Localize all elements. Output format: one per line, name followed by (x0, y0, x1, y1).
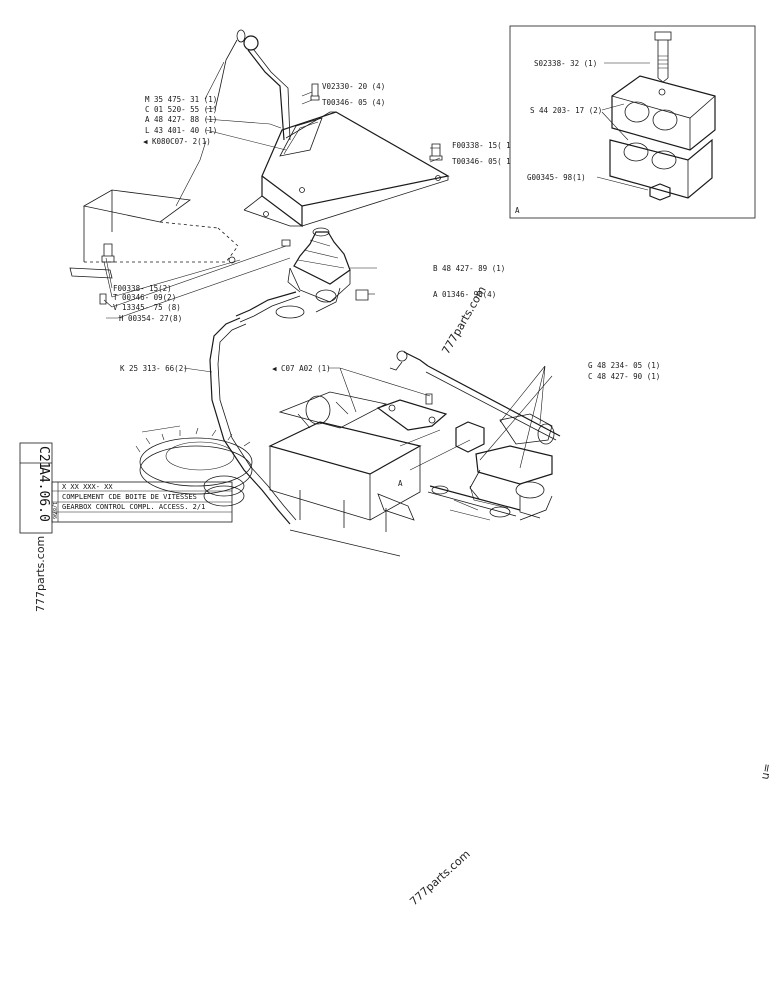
label-g48234: G 48 234- 05 (1) (588, 361, 660, 370)
clamp-block-part (609, 75, 716, 199)
bolt-part (654, 31, 672, 83)
label-v02330: V02330- 20 (4) (322, 82, 385, 91)
edge-mark: u= (758, 762, 772, 780)
label-t00346-05-4: T00346- 05 (4) (322, 98, 385, 107)
label-h00354: H 00354- 27(8) (119, 314, 182, 323)
label-a48427: A 48 427- 88 (1) (145, 115, 217, 124)
label-c01520: C 01 520- 55 (1) (145, 105, 217, 114)
label-v13345: V 13345- 75 (8) (113, 303, 181, 312)
inset-letter: A (515, 206, 520, 215)
label-s02338: S02338- 32 (1) (534, 59, 597, 68)
label-f00338-15-2: F00338- 15(2) (113, 284, 172, 293)
label-l43401: L 43 401- 40 (1) (145, 126, 217, 135)
title-small-1: 1/87 (51, 502, 57, 514)
engine-floor-area: A (135, 391, 471, 557)
inset-detail-a: A S02338- 32 (1) S 44 203- 17 (2) (509, 25, 756, 219)
title-block: C21 A4.06.0 X XX XXX- XX COMPLEMENT CDE … (19, 442, 233, 534)
label-t00346-09: T 00346- 09(2) (113, 293, 176, 302)
shift-mechanism (235, 227, 369, 323)
title-code-a: C21 (36, 446, 51, 469)
watermarks: 777parts.com 777parts.com 777parts.com u… (34, 284, 772, 908)
watermark-left: 777parts.com (34, 536, 47, 612)
watermark-bottom: 777parts.com (407, 848, 472, 909)
label-c07a02: ◀ C07 A02 (1) (272, 364, 331, 373)
label-t00346-05-1: T00346- 05( 1 (452, 157, 511, 166)
label-m35475: M 35 475- 31 (1) (145, 95, 217, 104)
title-french: COMPLEMENT CDE BOITE DE VITESSES (62, 493, 197, 501)
reference-panel (69, 189, 239, 305)
control-cable (209, 317, 297, 525)
nut-part (649, 183, 671, 201)
section-marker-a: A (398, 479, 403, 488)
label-k080c07: ◀ K080C07- 2(1) (143, 137, 211, 146)
label-b48427: B 48 427- 89 (1) (433, 264, 505, 273)
label-k25313: K 25 313- 66(2) (120, 364, 188, 373)
part-labels: M 35 475- 31 (1) C 01 520- 55 (1) A 48 4… (113, 82, 660, 381)
selector-linkage (389, 350, 561, 521)
label-c48427: C 48 427- 90 (1) (588, 372, 660, 381)
label-g00345: G00345- 98(1) (527, 173, 586, 182)
title-xx-line: X XX XXX- XX (62, 483, 113, 491)
label-f00338-15-1: F00338- 15( 1 (452, 141, 511, 150)
gear-lever-assembly (214, 29, 450, 228)
label-a01346: A 01346- 96(4) (433, 290, 496, 299)
leader-lines (103, 61, 553, 469)
label-s44203: S 44 203- 17 (2) (530, 106, 602, 115)
title-english: GEARBOX CONTROL COMPL. ACCESS. 2/1 (62, 503, 205, 511)
title-code-b: A4.06.0 (36, 467, 51, 522)
title-small-2: 96 (51, 513, 57, 519)
